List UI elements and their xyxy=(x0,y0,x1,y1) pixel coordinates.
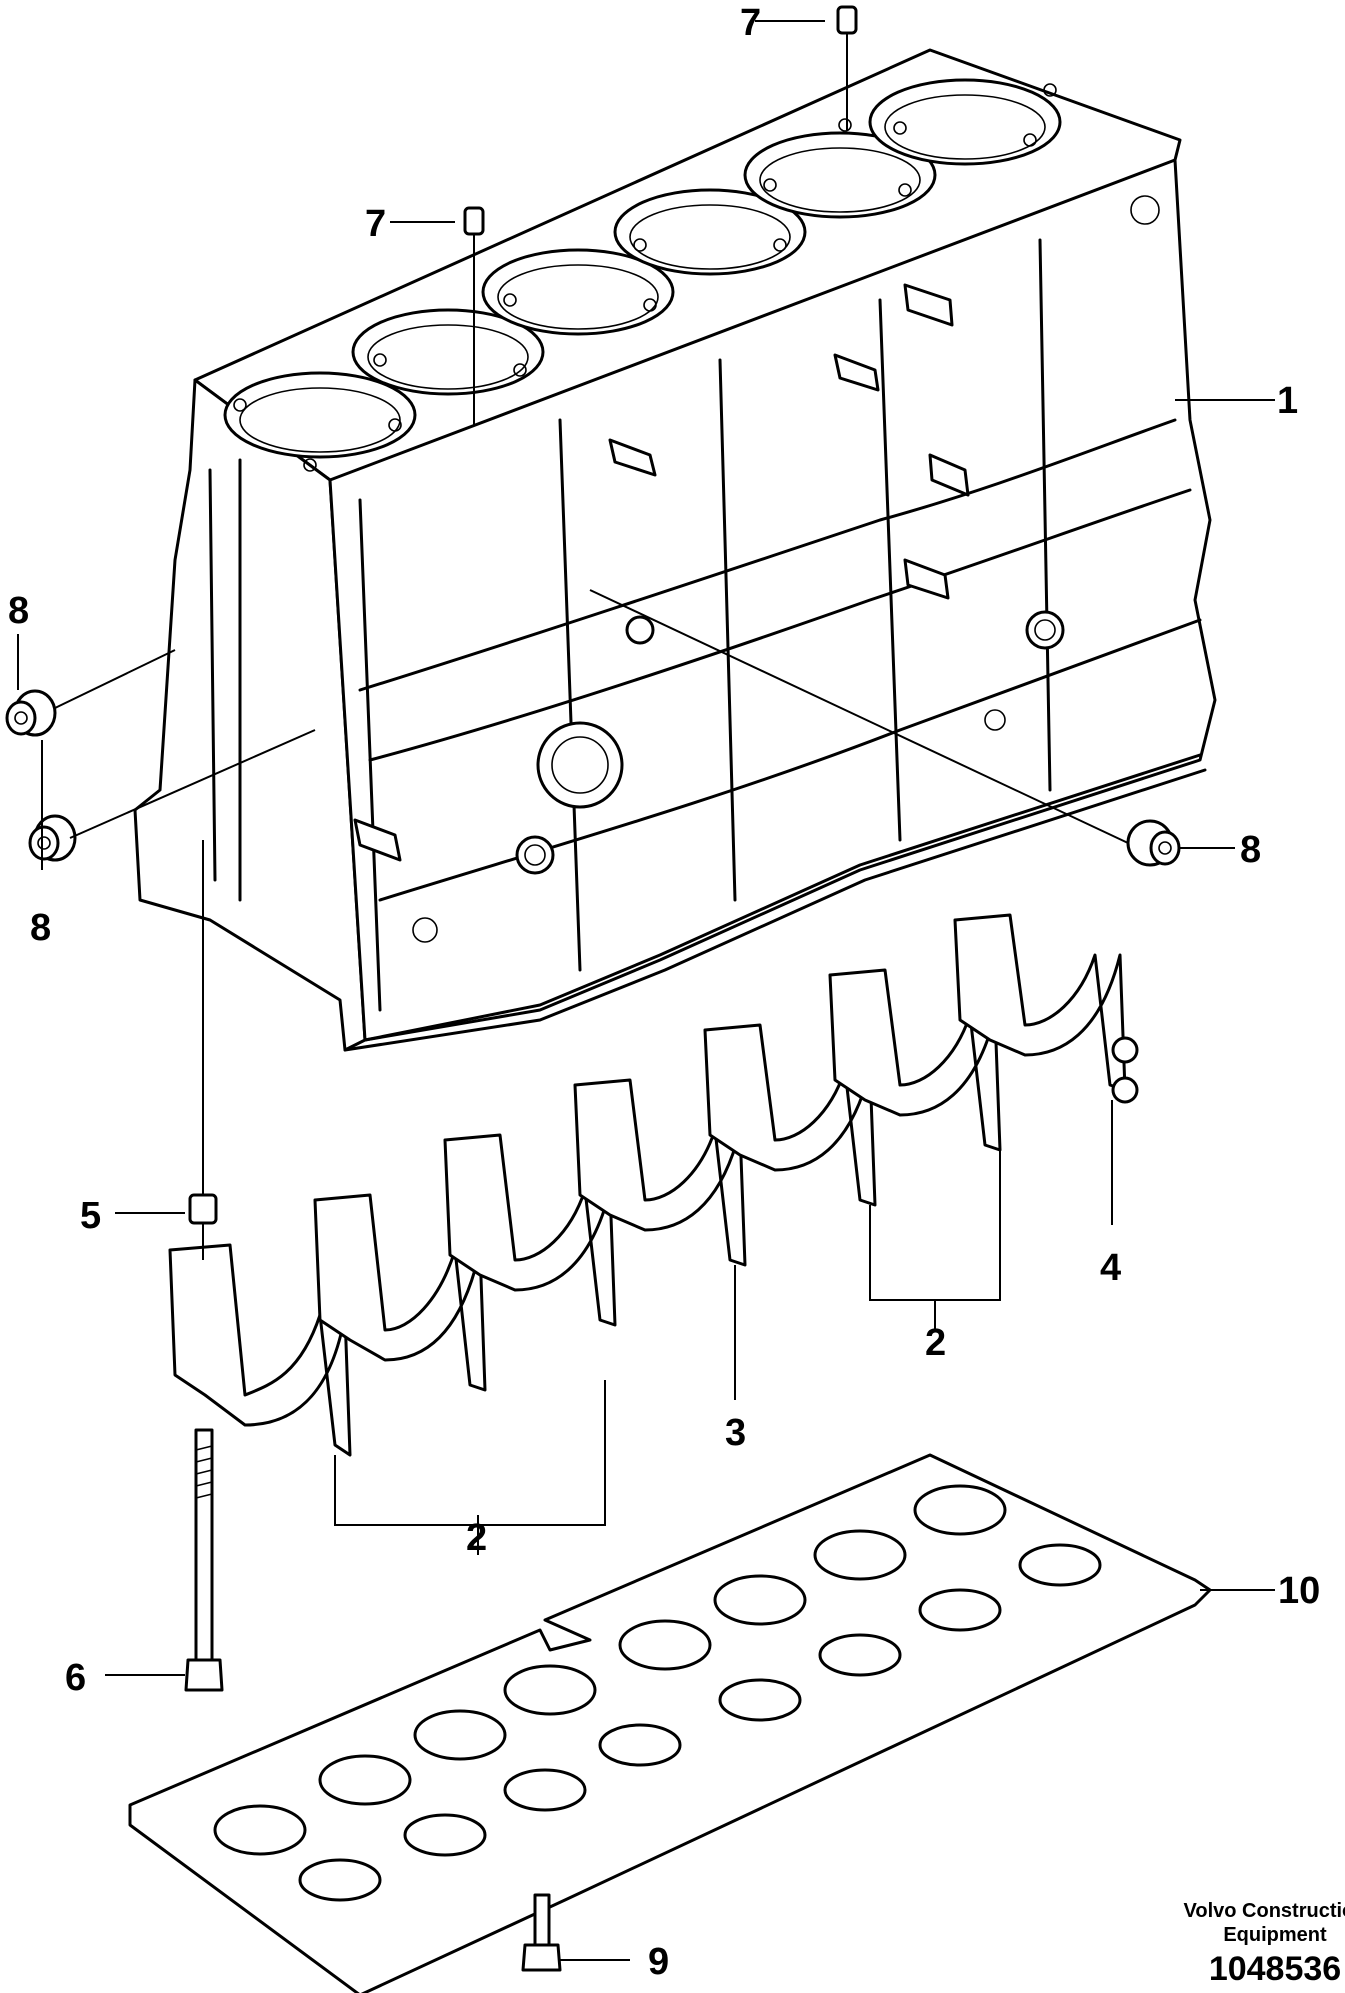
callout-5: 5 xyxy=(80,1195,101,1237)
bearing-caps xyxy=(168,913,1139,1457)
leader-lines xyxy=(17,20,1275,1961)
bearing-cap-bolt xyxy=(184,1428,224,1692)
plug-right xyxy=(1126,819,1181,867)
plug-upper-left xyxy=(5,689,57,737)
publisher-footer: Volvo Construction Equipment 1048536 xyxy=(1184,1900,1345,1988)
callout-1: 1 xyxy=(1277,380,1298,422)
callout-2-left: 2 xyxy=(466,1517,487,1559)
callout-10: 10 xyxy=(1278,1570,1320,1612)
cylinder-bores xyxy=(223,78,1062,459)
callout-4: 4 xyxy=(1100,1247,1121,1289)
callout-7-middle: 7 xyxy=(365,203,386,245)
deck-bolt-holes xyxy=(233,83,1057,472)
block-ribs xyxy=(208,195,1202,1012)
company-name-line1: Volvo Construction xyxy=(1184,1900,1345,1922)
drawing-number: 1048536 xyxy=(1209,1950,1341,1988)
plate-screw xyxy=(521,1893,562,1972)
cylinder-block xyxy=(133,48,1217,1052)
callout-6: 6 xyxy=(65,1657,86,1699)
plugs xyxy=(5,689,1181,867)
callout-8-right: 8 xyxy=(1240,829,1261,871)
callout-7-top: 7 xyxy=(740,2,761,44)
callout-8-lower-left: 8 xyxy=(30,907,51,949)
company-name-line2: Equipment xyxy=(1223,1924,1327,1946)
callout-3: 3 xyxy=(725,1412,746,1454)
callout-8-upper-left: 8 xyxy=(8,590,29,632)
plug-lower-left xyxy=(28,814,77,862)
dowel-sleeve xyxy=(188,1193,218,1225)
dowel-pins xyxy=(463,5,858,236)
callout-labels: 1 7 7 8 8 8 5 6 4 2 3 2 10 9 xyxy=(8,2,1320,1983)
callout-2-right: 2 xyxy=(925,1322,946,1364)
callout-9: 9 xyxy=(648,1941,669,1983)
ladder-frame-plate xyxy=(128,1453,1212,1993)
